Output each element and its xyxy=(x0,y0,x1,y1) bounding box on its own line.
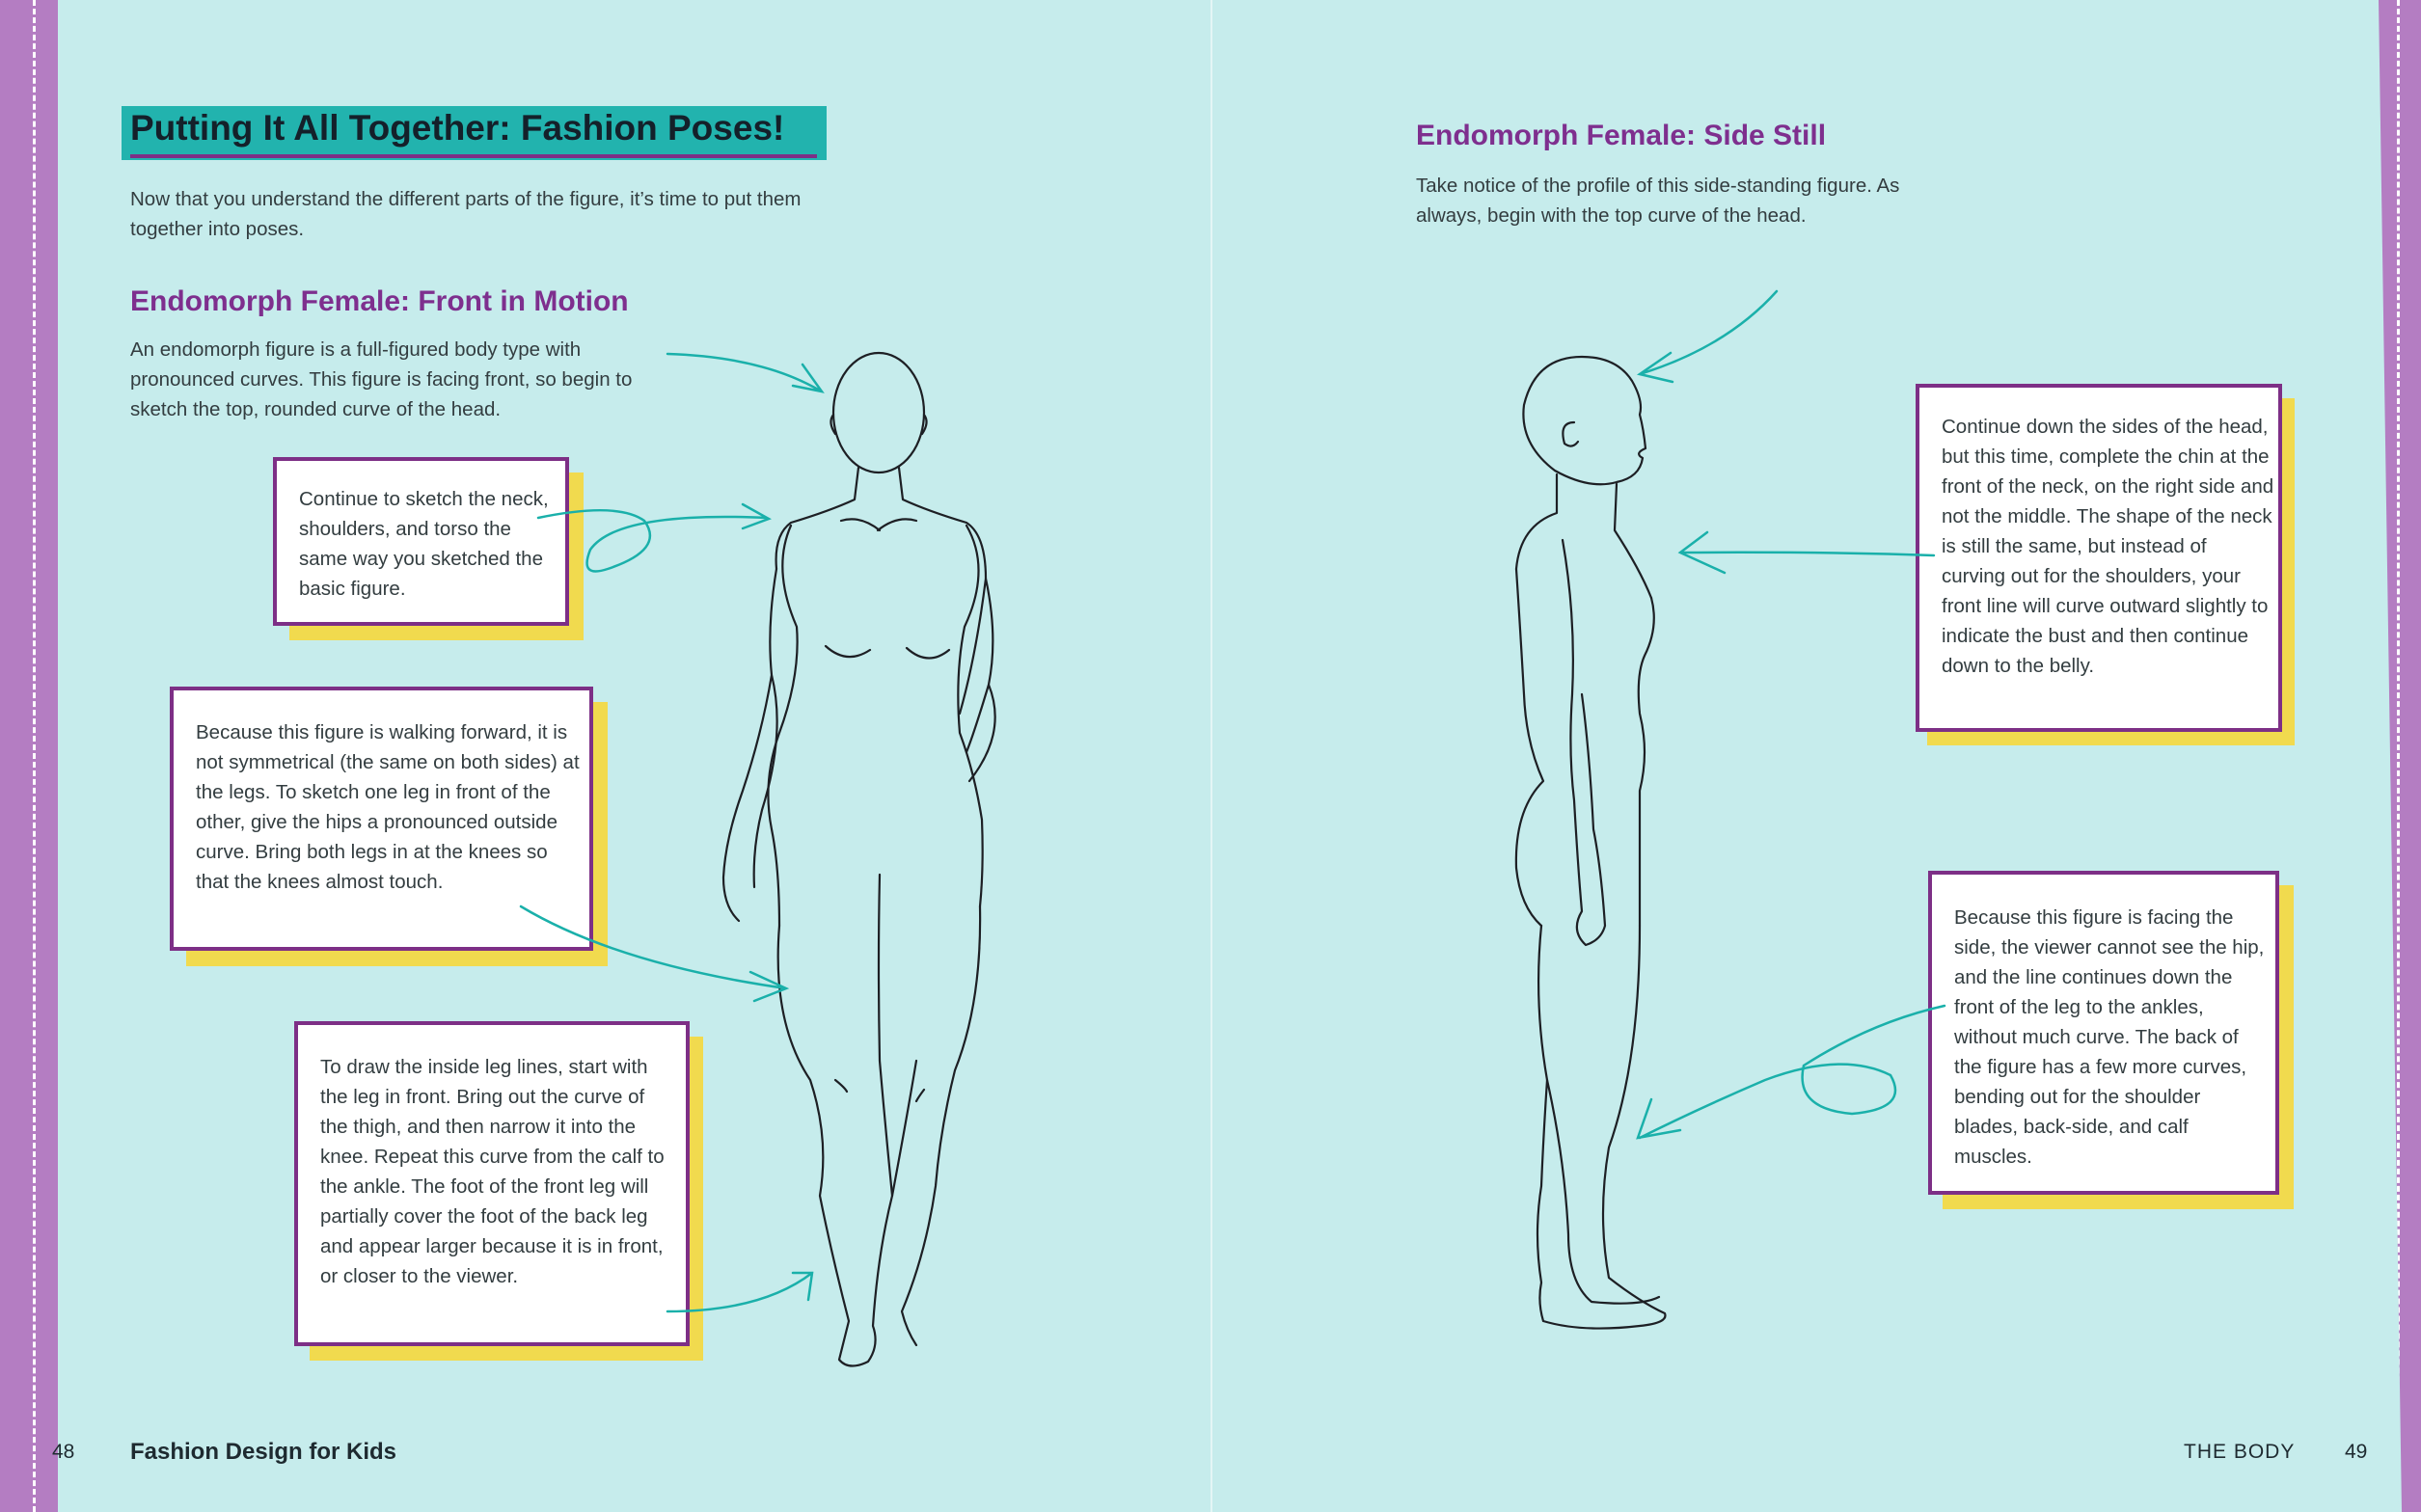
side-leg xyxy=(1536,924,1667,1330)
front-right-leg xyxy=(890,904,982,1347)
callout-text: To draw the inside leg lines, start with… xyxy=(320,1056,665,1287)
intro-paragraph: Now that you understand the different pa… xyxy=(130,188,802,240)
side-head xyxy=(1522,355,1647,486)
callout-text: Because this figure is facing the side, … xyxy=(1954,906,2265,1168)
title-highlight xyxy=(122,106,827,160)
section-heading-front: Endomorph Female: Front in Motion xyxy=(130,285,629,317)
side-arm xyxy=(1561,538,1607,947)
front-neck xyxy=(775,466,860,571)
side-neck xyxy=(1514,472,1653,600)
front-ear xyxy=(920,413,928,436)
section-text-side: Take notice of the profile of this side-… xyxy=(1416,175,1900,227)
stitch-line xyxy=(33,0,36,1512)
front-figure-illustration xyxy=(721,351,996,1367)
side-ear xyxy=(1562,420,1580,447)
front-arrow-icon xyxy=(666,352,825,393)
title-underline xyxy=(130,154,817,158)
side-arrow-icon xyxy=(1677,530,1936,575)
side-arrow-icon xyxy=(1636,1004,1946,1140)
front-collarbone xyxy=(839,518,918,532)
callout-text: Continue down the sides of the head, but… xyxy=(1942,416,2274,677)
callout-text: Because this figure is walking forward, … xyxy=(196,721,580,893)
section-heading-side: Endomorph Female: Side Still xyxy=(1416,120,1827,151)
arrows xyxy=(519,289,1946,1313)
book-title: Fashion Design for Kids xyxy=(130,1439,397,1465)
front-neck xyxy=(897,466,988,580)
page-number-right: 49 xyxy=(2345,1441,2368,1463)
callout-box: To draw the inside leg lines, start with… xyxy=(294,1021,690,1346)
front-left-arm xyxy=(721,567,778,923)
front-knee xyxy=(833,1078,926,1103)
page-title: Putting It All Together: Fashion Poses! xyxy=(130,108,785,148)
front-left-leg xyxy=(776,873,894,1367)
book-spine xyxy=(1210,0,1212,1512)
callout-box: Continue down the sides of the head, but… xyxy=(1916,384,2282,732)
front-torso-right xyxy=(957,524,984,908)
front-ear xyxy=(830,413,837,436)
side-figure-illustration xyxy=(1514,355,1667,1330)
left-page-edge xyxy=(0,0,58,1512)
side-leg-back xyxy=(1545,1078,1661,1305)
front-torso-left xyxy=(767,524,799,928)
callout-box: Because this figure is walking forward, … xyxy=(170,687,593,951)
callout-text: Continue to sketch the neck, shoulders, … xyxy=(299,488,549,600)
front-head xyxy=(831,351,926,474)
side-arrow-icon xyxy=(1636,289,1779,384)
stitch-line xyxy=(2397,0,2400,1512)
section-label: THE BODY xyxy=(2184,1441,2296,1463)
side-front xyxy=(1637,596,1655,928)
front-bust xyxy=(824,644,951,660)
page-number-left: 48 xyxy=(52,1441,75,1463)
side-back xyxy=(1514,567,1545,928)
right-page-edge xyxy=(2379,0,2421,1512)
callout-box: Because this figure is facing the side, … xyxy=(1928,871,2279,1195)
callout-box: Continue to sketch the neck, shoulders, … xyxy=(273,457,569,626)
section-text-front: An endomorph figure is a full-figured bo… xyxy=(130,338,633,420)
front-right-arm xyxy=(958,577,996,783)
